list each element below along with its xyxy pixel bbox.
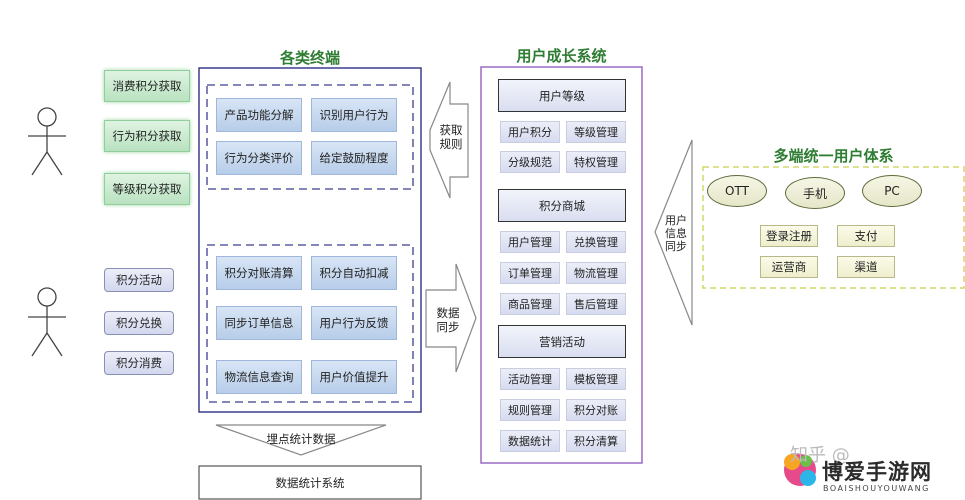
points-exchange-button[interactable]: 积分兑换 [104, 311, 174, 335]
user-info-sync-arrow [654, 139, 693, 326]
get-rules-label: 获取规则 [439, 123, 463, 151]
growth-cell: 订单管理 [500, 262, 560, 284]
growth-cell: 商品管理 [500, 293, 560, 315]
growth-cell: 物流管理 [566, 262, 626, 284]
terminal-cell: 用户价值提升 [311, 360, 397, 394]
points-mall-header: 积分商城 [498, 189, 626, 222]
growth-cell: 活动管理 [500, 368, 560, 390]
growth-cell: 积分清算 [566, 430, 626, 452]
points-activity-button[interactable]: 积分活动 [104, 268, 174, 292]
growth-cell: 用户积分 [500, 121, 560, 143]
terminal-cell: 积分对账清算 [216, 256, 302, 290]
site-pinyin-watermark: BOAISHOUYOUWANG [823, 484, 930, 493]
tracking-stats-label: 埋点统计数据 [266, 432, 336, 446]
terminal-cell: 给定鼓励程度 [311, 141, 397, 175]
terminal-cell: 积分自动扣减 [311, 256, 397, 290]
level-points-button[interactable]: 等级积分获取 [104, 173, 190, 205]
user-figure-top [28, 107, 66, 176]
carrier-cell: 运营商 [760, 256, 818, 278]
terminals-title: 各类终端 [279, 49, 340, 67]
terminal-cell: 行为分类评价 [216, 141, 302, 175]
mobile-terminal: 手机 [785, 177, 845, 209]
tracking-stats-arrow [215, 424, 387, 456]
data-sync-arrow [425, 263, 477, 373]
growth-cell: 等级管理 [566, 121, 626, 143]
growth-system-title: 用户成长系统 [516, 47, 607, 65]
marketing-header: 营销活动 [498, 325, 626, 358]
growth-cell: 售后管理 [566, 293, 626, 315]
terminal-cell: 用户行为反馈 [311, 306, 397, 340]
ott-terminal: OTT [707, 175, 767, 207]
get-rules-arrow [429, 81, 469, 199]
behavior-points-button[interactable]: 行为积分获取 [104, 120, 190, 152]
growth-cell: 兑换管理 [566, 231, 626, 253]
site-logo-icon [784, 454, 816, 486]
growth-cell: 模板管理 [566, 368, 626, 390]
terminal-cell: 物流信息查询 [216, 360, 302, 394]
growth-cell: 分级规范 [500, 151, 560, 173]
login-register-cell: 登录注册 [760, 225, 818, 247]
stats-system-label: 数据统计系统 [275, 475, 345, 490]
unified-system-title: 多端统一用户体系 [773, 147, 894, 165]
terminal-cell: 同步订单信息 [216, 306, 302, 340]
consume-points-button[interactable]: 消费积分获取 [104, 70, 190, 102]
zhihu-watermark: 知乎 @ [790, 445, 850, 466]
channel-cell: 渠道 [837, 256, 895, 278]
growth-cell: 规则管理 [500, 399, 560, 421]
terminal-cell: 产品功能分解 [216, 98, 302, 132]
growth-cell: 特权管理 [566, 151, 626, 173]
growth-cell: 积分对账 [566, 399, 626, 421]
user-info-sync-label: 用户信息同步 [665, 214, 687, 253]
data-sync-label: 数据同步 [436, 306, 460, 334]
payment-cell: 支付 [837, 225, 895, 247]
growth-system-box [480, 66, 643, 464]
pc-terminal: PC [862, 175, 922, 207]
terminals-box [198, 67, 422, 413]
user-figure-bottom [28, 287, 66, 357]
unified-system-box [702, 166, 965, 289]
site-name-watermark: 博爱手游网 [822, 460, 932, 484]
terminal-cell: 识别用户行为 [311, 98, 397, 132]
stats-system-box [198, 465, 422, 500]
growth-cell: 数据统计 [500, 430, 560, 452]
user-level-header: 用户等级 [498, 79, 626, 112]
points-consume-button[interactable]: 积分消费 [104, 351, 174, 375]
growth-cell: 用户管理 [500, 231, 560, 253]
